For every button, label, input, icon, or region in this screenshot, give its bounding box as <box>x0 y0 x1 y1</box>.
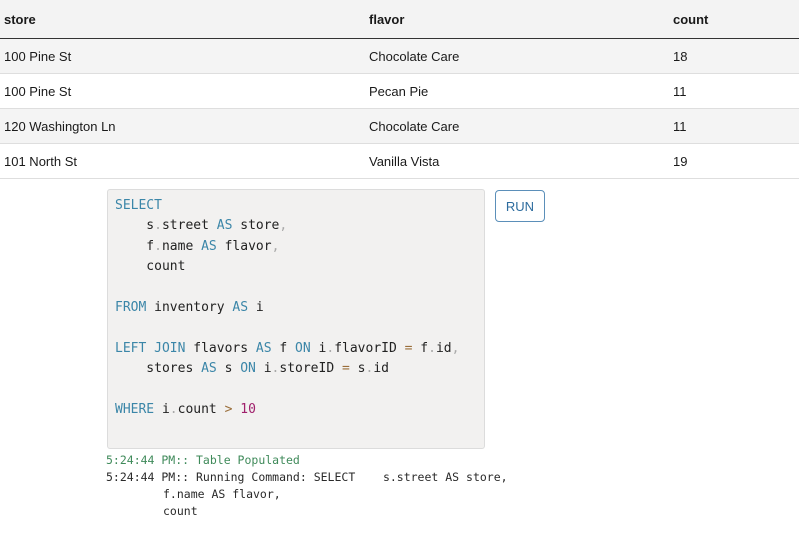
column-header-count[interactable]: count <box>669 0 799 39</box>
sql-keyword: ON <box>295 340 311 356</box>
sql-token: s <box>349 361 366 377</box>
sql-token: , <box>279 218 288 234</box>
code-line <box>115 278 484 298</box>
sql-keyword: LEFT JOIN <box>115 340 186 356</box>
table-row: 101 North St Vanilla Vista 19 <box>0 143 799 179</box>
table-row: 120 Washington Ln Chocolate Care 11 <box>0 108 799 144</box>
cell-count: 11 <box>669 73 799 109</box>
log-entry: 5:24:44 PM:: Running Command: SELECT s.s… <box>106 470 508 484</box>
sql-keyword: AS <box>216 218 233 234</box>
sql-token: , <box>271 238 280 254</box>
sql-token: flavorID <box>334 340 405 356</box>
sql-token: . <box>365 361 374 377</box>
sql-token: f <box>271 340 296 356</box>
sql-token: street <box>161 218 217 234</box>
sql-token: flavor <box>216 238 272 254</box>
sql-token: . <box>154 218 162 234</box>
table-row: 100 Pine St Chocolate Care 18 <box>0 38 799 74</box>
cell-store: 100 Pine St <box>0 38 365 74</box>
sql-token: . <box>169 401 178 417</box>
column-header-store[interactable]: store <box>0 0 365 39</box>
table-row: 100 Pine St Pecan Pie 11 <box>0 73 799 109</box>
sql-token: i <box>154 401 170 417</box>
sql-token: i <box>255 361 272 377</box>
sql-token: count <box>177 401 225 417</box>
sql-keyword: AS <box>201 238 217 254</box>
sql-token: , <box>451 340 460 356</box>
cell-flavor: Pecan Pie <box>365 73 669 109</box>
sql-token: name <box>161 238 202 254</box>
cell-store: 120 Washington Ln <box>0 108 365 144</box>
sql-token: . <box>428 340 436 356</box>
sql-keyword: WHERE <box>115 401 155 417</box>
code-line: s.street AS store, <box>115 216 484 236</box>
sql-token: store <box>232 218 280 234</box>
code-line: count <box>115 257 484 277</box>
sql-token: s <box>115 218 155 234</box>
run-button[interactable]: RUN <box>495 190 545 222</box>
code-line: FROM inventory AS i <box>115 298 484 318</box>
cell-flavor: Vanilla Vista <box>365 143 669 179</box>
sql-keyword: AS <box>255 340 272 356</box>
code-line <box>115 318 484 338</box>
sql-keyword: AS <box>201 361 217 377</box>
sql-keyword: SELECT <box>115 198 162 213</box>
sql-editor[interactable]: SELECT s.street AS store, f.name AS flav… <box>107 189 485 449</box>
sql-token: flavors <box>185 340 256 356</box>
sql-token: = <box>342 361 350 377</box>
sql-keyword: FROM <box>115 299 147 315</box>
result-table: store flavor count 100 Pine St Chocolate… <box>0 0 799 179</box>
sql-token: f <box>412 340 429 356</box>
sql-token: i <box>248 299 264 315</box>
sql-token: . <box>326 340 335 356</box>
code-line: WHERE i.count > 10 <box>115 400 484 420</box>
sql-number: 10 <box>240 401 256 417</box>
sql-token: inventory <box>146 299 233 315</box>
cell-store: 100 Pine St <box>0 73 365 109</box>
cell-flavor: Chocolate Care <box>365 108 669 144</box>
output-log: 5:24:44 PM:: Table Populated 5:24:44 PM:… <box>106 452 666 520</box>
cell-count: 19 <box>669 143 799 179</box>
code-line: LEFT JOIN flavors AS f ON i.flavorID = f… <box>115 339 484 359</box>
sql-token: stores <box>115 361 202 377</box>
sql-token: = <box>404 340 413 356</box>
log-entry-continuation: count <box>163 504 198 518</box>
sql-token: . <box>154 238 162 254</box>
cell-flavor: Chocolate Care <box>365 38 669 74</box>
cell-count: 11 <box>669 108 799 144</box>
cell-count: 18 <box>669 38 799 74</box>
sql-token: storeID <box>279 361 342 377</box>
sql-token: id <box>435 340 452 356</box>
column-header-flavor[interactable]: flavor <box>365 0 669 39</box>
code-line: stores AS s ON i.storeID = s.id <box>115 359 484 379</box>
sql-token: . <box>271 361 280 377</box>
code-line: f.name AS flavor, <box>115 237 484 257</box>
sql-token: id <box>373 361 389 377</box>
sql-token: count <box>115 259 186 275</box>
table-header-row: store flavor count <box>0 0 799 39</box>
sql-token: > <box>224 401 233 417</box>
code-line: SELECT <box>115 196 484 216</box>
code-line <box>115 380 484 400</box>
sql-keyword: ON <box>240 361 256 377</box>
sql-token: i <box>310 340 327 356</box>
log-entry: 5:24:44 PM:: Table Populated <box>106 453 300 467</box>
log-entry-continuation: f.name AS flavor, <box>163 487 281 501</box>
sql-token: s <box>216 361 241 377</box>
sql-keyword: AS <box>232 299 249 315</box>
sql-token: f <box>115 238 155 254</box>
cell-store: 101 North St <box>0 143 365 179</box>
